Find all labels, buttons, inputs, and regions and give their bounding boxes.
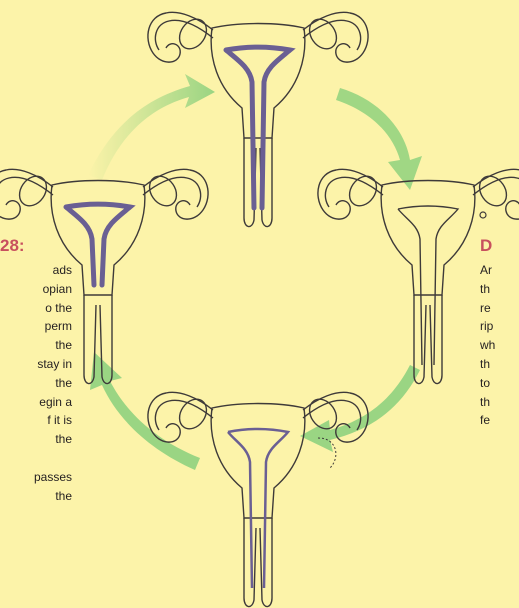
right-caption-line: re — [480, 299, 495, 318]
arrow-down-left — [300, 365, 420, 452]
arrow-down-right — [336, 88, 422, 190]
left-caption-line: f it is — [0, 411, 72, 430]
left-caption-line: passes — [0, 468, 72, 487]
left-caption-line: the — [0, 374, 72, 393]
right-caption-line: fe — [480, 411, 495, 430]
right-caption-line: Ar — [480, 261, 495, 280]
right-caption-heading: D — [480, 236, 492, 256]
left-caption-heading: 28: — [0, 236, 19, 256]
uterus-stage-bottom — [148, 392, 368, 606]
left-caption-line: egin a — [0, 393, 72, 412]
right-caption-line: th — [480, 393, 495, 412]
left-caption-line: stay in — [0, 355, 72, 374]
arrow-up-right — [88, 74, 215, 180]
egg — [480, 212, 486, 218]
left-caption-line: the — [0, 430, 72, 449]
right-caption-line: th — [480, 355, 495, 374]
left-caption-line: the — [0, 487, 72, 506]
left-caption-line: perm — [0, 317, 72, 336]
left-caption-line — [0, 449, 72, 468]
right-caption-line: to — [480, 374, 495, 393]
left-caption-line: opian — [0, 280, 72, 299]
right-caption-line: wh — [480, 336, 495, 355]
left-caption-line: the — [0, 336, 72, 355]
right-caption-line: rip — [480, 317, 495, 336]
right-caption-line: th — [480, 280, 495, 299]
left-caption-line: ads — [0, 261, 72, 280]
left-caption-line: o the — [0, 299, 72, 318]
arrow-up-left — [90, 352, 200, 470]
uterus-stage-top — [148, 12, 368, 226]
